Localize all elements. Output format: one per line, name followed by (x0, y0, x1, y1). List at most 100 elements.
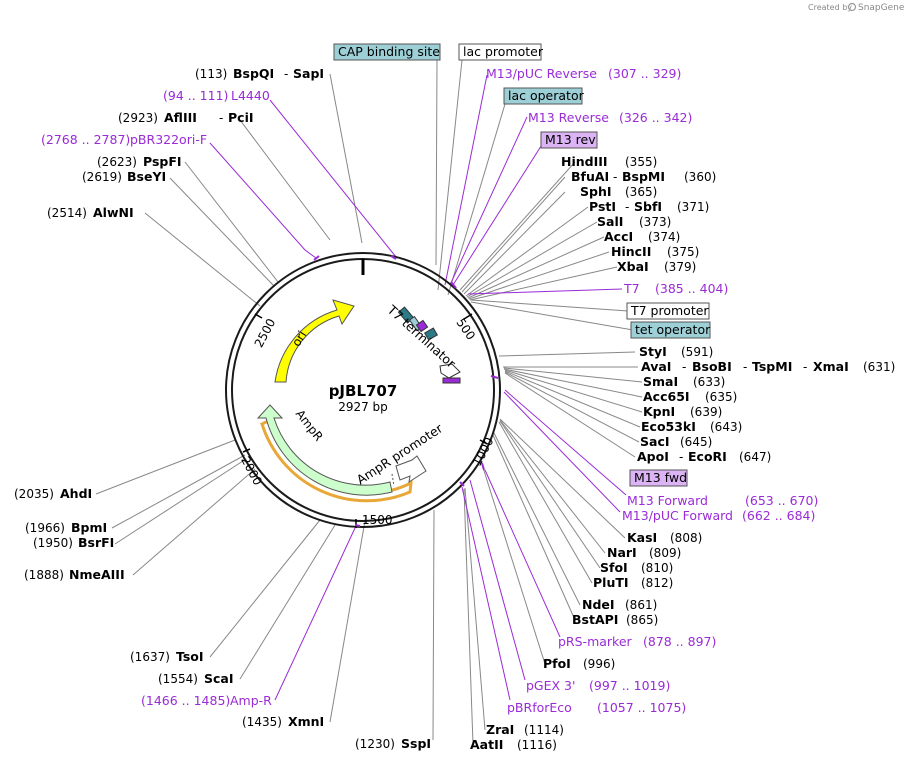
enzyme-smai: SmaI(633) (643, 374, 725, 389)
primer-pgex3: pGEX 3'(997 .. 1019) (526, 678, 670, 693)
credit-prefix: Created by (808, 3, 852, 12)
ampr-label: AmpR (293, 407, 326, 444)
enzyme-pfoi: PfoI(996) (543, 656, 615, 671)
enzyme-zrai: ZraI(1114) (486, 722, 564, 737)
svg-text:T7 promoter: T7 promoter (630, 303, 709, 318)
enzymes-left: (113)BspQI-SapI (2923)AflIII-PciI (2623)… (14, 66, 431, 751)
primer-pbr322ori-f: (2768 .. 2787)pBR322ori-F (41, 132, 207, 147)
snapgene-credit: Created by SnapGene (808, 2, 905, 13)
t7-promoter-label: T7 promoter (626, 302, 710, 320)
plasmid-name: pJBL707 (329, 382, 398, 400)
leader-bseyi (169, 177, 275, 287)
primer-m13-forward: M13 Forward(653 .. 670) (627, 493, 818, 508)
enzyme-acci: AccI(374) (604, 229, 680, 244)
leader-pbr322ori (209, 142, 317, 259)
svg-text:tet operator: tet operator (635, 322, 711, 337)
enzyme-scai: (1554)ScaI (158, 671, 234, 686)
leader-sali (466, 221, 598, 298)
leader-bfuai (461, 176, 566, 293)
enzyme-ndei: NdeI(861) (582, 597, 657, 612)
primer-prs-marker: pRS-marker(878 .. 897) (558, 634, 716, 649)
enzyme-pluti: PluTI(812) (593, 575, 673, 590)
enzyme-xbai: XbaI(379) (617, 259, 696, 274)
leader-m13-reverse (449, 116, 528, 286)
leader-pgex3 (469, 479, 526, 681)
leader-xmni (329, 514, 367, 723)
enzyme-bspqi: (113)BspQI-SapI (195, 66, 324, 81)
svg-text:CAP binding site: CAP binding site (338, 44, 440, 59)
leader-nari (499, 419, 606, 554)
leader-zrai (464, 487, 486, 731)
leader-t7-promoter (470, 299, 629, 312)
leader-acci (467, 236, 605, 299)
svg-text:M13 fwd: M13 fwd (634, 470, 687, 485)
enzyme-avai: AvaI-BsoBI-TspMI-XmaI(631) (641, 359, 895, 374)
leader-cap (435, 59, 438, 266)
plasmid-size: 2927 bp (338, 400, 388, 414)
ori-feature (274, 299, 355, 383)
leader-m13-rev (452, 142, 544, 286)
leader-styi (498, 351, 636, 357)
leader-lines (95, 59, 643, 745)
leader-m13-forward (504, 389, 627, 496)
ampr-feature (256, 404, 393, 496)
enzyme-acc65i: Acc65I(635) (643, 389, 737, 404)
leader-pluti (498, 421, 593, 584)
leader-m13puc-forward (503, 391, 621, 513)
enzyme-kasi: KasI(808) (627, 530, 702, 545)
leader-prs-marker (484, 469, 561, 638)
enzyme-pspfi: (2623)PspFI (97, 154, 182, 169)
leader-smai (503, 367, 643, 383)
enzyme-styi: StyI(591) (639, 344, 713, 359)
credit-brand: SnapGene (858, 3, 905, 13)
leader-ahdi (95, 439, 236, 495)
leader-sphi (463, 191, 566, 295)
primer-amp-r: (1466 .. 1485)Amp-R (141, 693, 272, 708)
leader-hindiii (459, 161, 576, 291)
leader-bstapi (492, 434, 576, 621)
leader-xbai (469, 266, 618, 301)
enzyme-tsoi: (1637)TsoI (130, 649, 204, 664)
leader-saci (504, 371, 640, 443)
cap-binding-site-label: CAP binding site (333, 43, 441, 61)
svg-text:lac promoter: lac promoter (463, 44, 544, 59)
leader-lac-promoter (437, 59, 463, 291)
leader-pfoi (479, 457, 546, 665)
leader-scai (239, 524, 336, 680)
primer-m13puc-forward: M13/pUC Forward(662 .. 684) (622, 508, 815, 523)
leader-l4440 (269, 99, 398, 259)
leader-amp-r (274, 527, 356, 701)
leader-alwni (144, 212, 261, 307)
enzyme-bsrfi: (1950)BsrFI (33, 535, 114, 550)
enzyme-bseyi: (2619)BseYI (82, 169, 166, 184)
backbone-outer (225, 252, 501, 528)
tet-operator-label: tet operator (630, 321, 711, 339)
leader-bsrfi (114, 458, 247, 545)
primer-l4440: (94 .. 111)L4440 (163, 88, 270, 103)
leader-pspfi (184, 161, 279, 283)
leader-aatii (463, 488, 474, 745)
leader-tsoi (209, 519, 321, 658)
primer-pbrforeco: pBRforEco(1057 .. 1075) (507, 700, 686, 715)
leader-nmeaiii (132, 468, 256, 576)
leader-tet-operator (470, 301, 634, 331)
site-marks (313, 255, 499, 527)
leader-pbrforeco (461, 486, 511, 701)
leader-bspqi (329, 73, 363, 244)
m13-rev-label: M13 rev (540, 131, 598, 149)
enzyme-sfoi: SfoI(810) (600, 560, 673, 575)
svg-text:M13 rev: M13 rev (545, 132, 596, 147)
enzyme-bstapi: BstAPI(865) (572, 612, 658, 627)
enzyme-alwni: (2514)AlwNI (47, 205, 134, 220)
primer-labels: M13/pUC Reverse(307 .. 329) M13 Reverse(… (41, 66, 818, 715)
enzyme-eco53ki: Eco53kI(643) (641, 419, 742, 434)
enzyme-hindiii: HindIII(355) (561, 154, 657, 169)
enzyme-sphi: SphI(365) (580, 184, 657, 199)
leader-m13puc-rev (444, 74, 488, 286)
enzyme-aatii: AatII(1116) (470, 737, 557, 752)
leader-t7 (467, 288, 623, 295)
enzyme-bfuai: BfuAI-BspMI(360) (571, 169, 716, 184)
lac-operator-label: lac operator (503, 87, 585, 105)
enzyme-nari: NarI(809) (607, 545, 681, 560)
leader-sspi (432, 509, 435, 741)
